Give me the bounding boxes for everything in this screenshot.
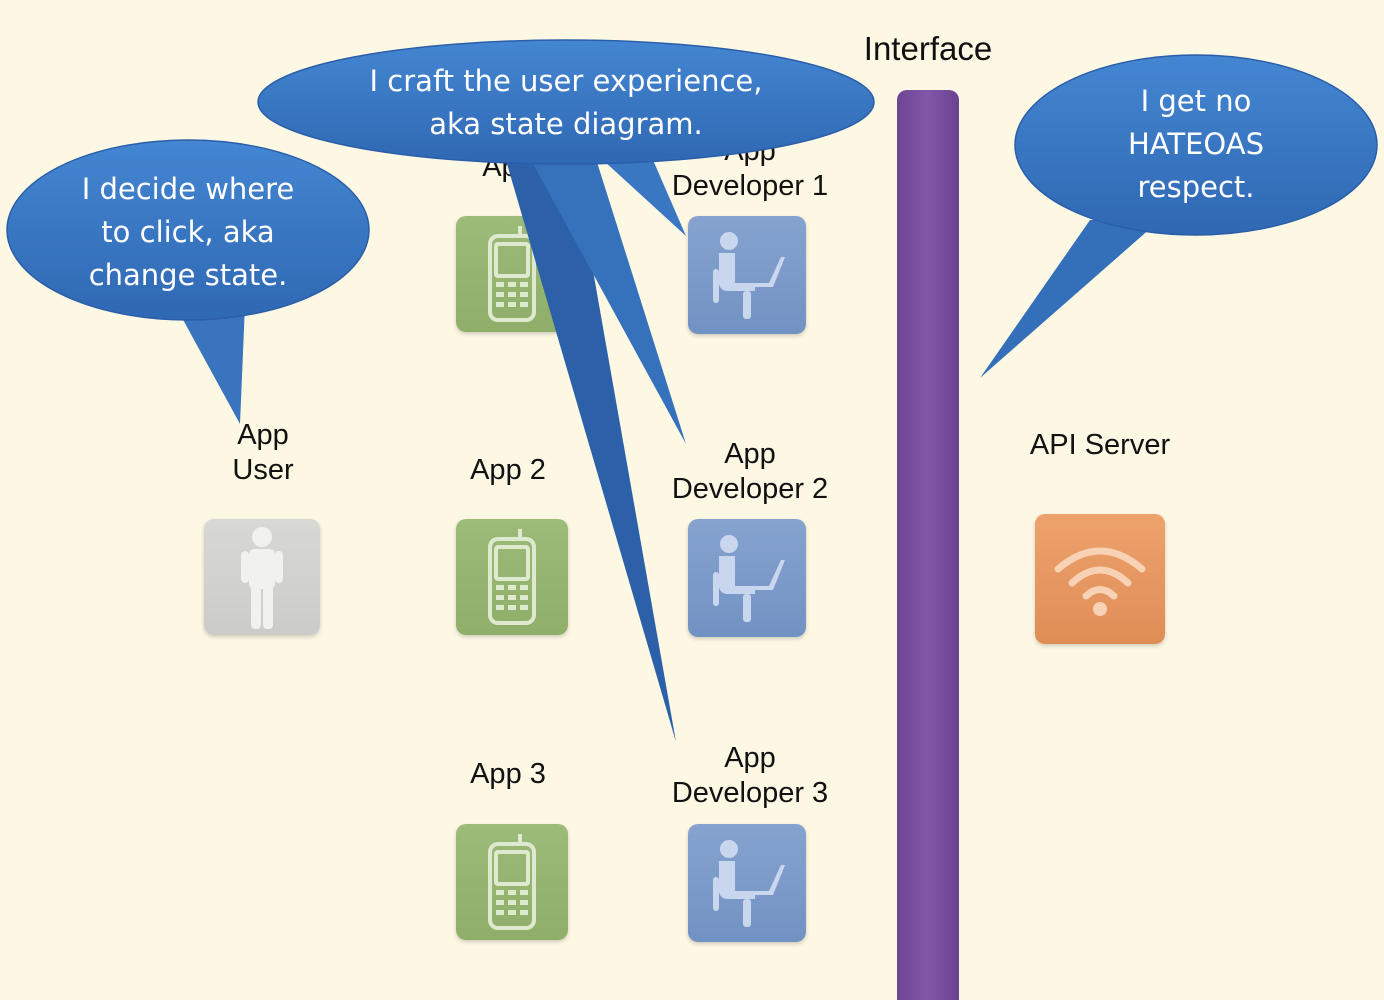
- person-icon: [241, 527, 283, 629]
- interface-label: Interface: [863, 30, 993, 67]
- developer-at-laptop-icon: [713, 840, 785, 927]
- interface-bar: [897, 90, 959, 1000]
- server-speech-bubble: [980, 54, 1378, 378]
- dev2-tile: [688, 519, 806, 637]
- dev3-tile: [688, 824, 806, 942]
- wifi-signal-icon: [1054, 547, 1146, 616]
- user-bubble-text: I decide where to click, aka change stat…: [81, 172, 295, 292]
- app3-tile: [456, 824, 568, 940]
- app3-label: App 3: [470, 758, 546, 790]
- developer-speech-bubble: [257, 39, 875, 742]
- mobile-phone-icon: [488, 834, 536, 930]
- mobile-phone-icon: [488, 529, 536, 625]
- developer-at-laptop-icon: [713, 232, 785, 319]
- user-speech-bubble: [6, 139, 370, 424]
- server-bubble-text: I get no HATEOAS respect.: [1128, 84, 1264, 204]
- app2-label: App 2: [470, 454, 546, 486]
- app-user-tile: [204, 519, 320, 635]
- app-user-label: App User: [232, 419, 294, 486]
- mobile-phone-icon: [488, 226, 536, 322]
- app2-tile: [456, 519, 568, 635]
- dev1-tile: [688, 216, 806, 334]
- dev2-label: App Developer 2: [671, 438, 829, 505]
- developer-at-laptop-icon: [713, 535, 785, 622]
- dev3-label: App Developer 3: [671, 742, 829, 809]
- developer-bubble-text: I craft the user experience, aka state d…: [369, 64, 763, 141]
- api-server-label: API Server: [1029, 429, 1171, 461]
- api-server-tile: [1035, 514, 1165, 644]
